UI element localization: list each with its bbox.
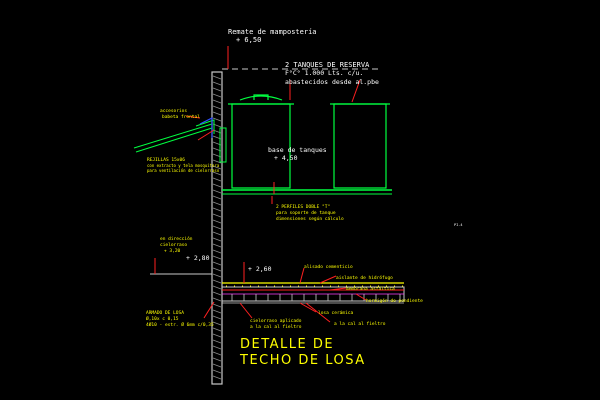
- accesorios-label-2: babeta frontal: [162, 114, 200, 120]
- direccion-label-1: en dirección: [160, 235, 193, 242]
- armado-label-3: 4Ø10 - estr. Ø 6mm c/0,35: [146, 321, 214, 328]
- tank-right: [330, 103, 390, 189]
- cielorraso-label-2: a la cal al fieltro: [250, 324, 302, 330]
- drawing-labels: Remate de mampostería + 6,50 2 TANQUES D…: [146, 28, 462, 368]
- perfiles-label-2: para soporte de tanque: [276, 210, 336, 216]
- armado-label-1: ARMADO DE LOSA: [146, 310, 184, 316]
- rejillas-label-3: para ventilación de cielorraso: [147, 168, 220, 173]
- remate-title: Remate de mampostería: [228, 28, 317, 36]
- accesorios-label-1: accesorios: [160, 108, 187, 114]
- small-note: PI-4: [454, 223, 462, 227]
- roof-slab: [221, 282, 405, 304]
- tanques-note: abastecidos desde al.pbe: [285, 78, 379, 86]
- rejillas-label-2: con extracto y tela mosquitera: [147, 163, 220, 168]
- masonry-wall: [211, 71, 223, 385]
- perfiles-label-1: 2 PERFILES DOBLE "T": [276, 204, 330, 210]
- direccion-label-3: + 3,20: [164, 248, 181, 254]
- remate-level: + 6,50: [236, 36, 261, 44]
- level-260: + 2,60: [248, 265, 272, 273]
- losa-label: losa cerámica: [318, 309, 354, 316]
- armado-label-2: Ø,10x c 0,15: [146, 315, 179, 322]
- hormigon-label: hormigón de pendiente: [366, 297, 423, 304]
- tanques-capacity: F°C° 1.000 Lts. c/u.: [285, 69, 363, 77]
- aislante-label: aislante de hidrófugo: [336, 274, 393, 281]
- drawing-title-1: DETALLE DE: [240, 337, 334, 352]
- base-label: base de tanques: [268, 146, 327, 154]
- base-level: + 4,50: [274, 154, 298, 162]
- wall-opening: [219, 127, 227, 163]
- right-leaders: [185, 79, 367, 323]
- rejillas-label-1: REJILLAS 15x06: [147, 157, 185, 163]
- yeso-label: a la cal al fieltro: [334, 321, 386, 327]
- level-280: + 2,80: [186, 254, 210, 262]
- drawing-title-2: TECHO DE LOSA: [239, 353, 366, 368]
- tank-left: [228, 94, 294, 189]
- tanques-title: 2 TANQUES DE RESERVA: [285, 61, 370, 69]
- perfiles-label-3: dimensiones según cálculo: [276, 215, 344, 222]
- direccion-label-2: cielorraso: [160, 242, 187, 248]
- eave-roof: [133, 119, 215, 153]
- alisado-label: alisado cementicio: [304, 264, 353, 270]
- drawing-linework: [133, 46, 405, 385]
- cielorraso-label: cielorraso aplicado: [250, 318, 302, 324]
- membrana-label: membrana asfáltica: [346, 285, 395, 292]
